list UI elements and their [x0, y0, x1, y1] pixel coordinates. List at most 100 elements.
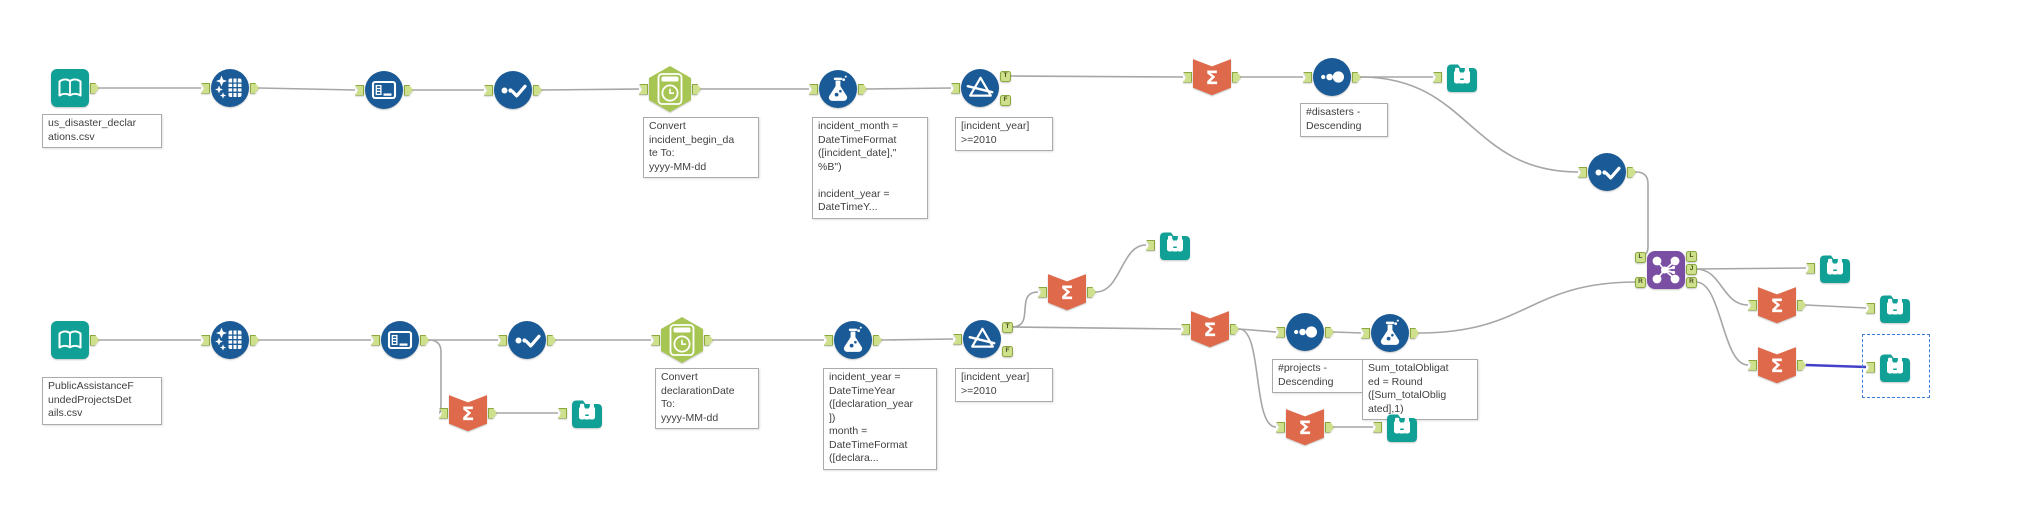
connection-join-tool-to-summarize-right-bottom[interactable]	[1695, 281, 1749, 366]
sort-disasters[interactable]	[1303, 58, 1361, 96]
annotation-formula-round[interactable]: Sum_totalObligat ed = Round ([Sum_totalO…	[1362, 359, 1478, 420]
connection-select-bottom-to-summarize-bottom-left[interactable]	[428, 339, 442, 414]
connection-sort-disasters-to-unique-pre-join[interactable]	[1360, 76, 1579, 173]
formula-bottom[interactable]	[824, 321, 882, 359]
browse-right-bottom[interactable]	[1866, 348, 1914, 386]
connection-filter-bottom-to-summarize-projects[interactable]	[1011, 326, 1182, 330]
output-anchor[interactable]	[533, 84, 542, 96]
data-cleansing-top[interactable]	[201, 69, 259, 107]
output-anchor[interactable]	[1797, 359, 1806, 371]
formula-round[interactable]	[1361, 314, 1419, 352]
output-anchor[interactable]	[1325, 421, 1334, 433]
output-anchor[interactable]	[1232, 71, 1241, 83]
input-anchor[interactable]	[639, 83, 648, 95]
annotation-filter-bottom[interactable]: [incident_year] >=2010	[955, 368, 1053, 402]
output-anchor[interactable]	[873, 334, 882, 346]
summarize-records[interactable]: Σ	[1038, 273, 1096, 311]
summarize-right-bottom[interactable]: Σ	[1748, 346, 1806, 384]
input-anchor[interactable]	[1276, 326, 1285, 338]
annotation-formula-bottom[interactable]: incident_year = DateTimeYear ([declarati…	[823, 368, 937, 470]
input-anchor[interactable]	[1748, 299, 1757, 311]
input-data-us-disaster[interactable]	[51, 69, 99, 107]
input-anchor[interactable]	[1183, 71, 1192, 83]
output-anchor[interactable]	[90, 334, 99, 346]
input-anchor[interactable]	[1038, 286, 1047, 298]
output-anchor[interactable]	[1325, 326, 1334, 338]
summarize-top[interactable]: Σ	[1183, 58, 1241, 96]
output-anchor[interactable]	[90, 82, 99, 94]
false-output-anchor[interactable]: F	[1000, 95, 1011, 106]
unique-top[interactable]	[484, 71, 542, 109]
output-anchor[interactable]	[547, 334, 556, 346]
output-anchor[interactable]	[858, 83, 867, 95]
join-output-anchor-L[interactable]: L	[1686, 250, 1697, 262]
connection-join-tool-to-summarize-right-top[interactable]	[1695, 268, 1749, 306]
output-anchor[interactable]	[1230, 323, 1239, 335]
connection-filter-top-to-summarize-top[interactable]	[1009, 75, 1184, 78]
output-anchor[interactable]	[420, 334, 429, 346]
annotation-sort-projects[interactable]: #projects - Descending	[1272, 359, 1364, 393]
unique-bottom[interactable]	[498, 321, 556, 359]
input-anchor[interactable]	[439, 407, 448, 419]
sort-projects[interactable]	[1276, 313, 1334, 351]
input-anchor[interactable]	[484, 84, 493, 96]
annotation-input-pa[interactable]: PublicAssistanceF undedProjectsDet ails.…	[42, 377, 162, 425]
output-anchor[interactable]	[1627, 166, 1636, 178]
connection-summarize-projects-to-summarize-yearly[interactable]	[1238, 328, 1277, 428]
connection-summarize-right-bottom-to-browse-right-bottom[interactable]	[1805, 363, 1867, 369]
output-anchor[interactable]	[704, 334, 713, 346]
data-cleansing-bottom[interactable]	[201, 321, 259, 359]
output-anchor[interactable]	[250, 334, 259, 346]
annotation-filter-top[interactable]: [incident_year] >=2010	[955, 117, 1053, 151]
false-output-anchor[interactable]: F	[1002, 346, 1013, 357]
annotation-datetime-top[interactable]: Convert incident_begin_da te To: yyyy-MM…	[643, 117, 759, 178]
summarize-yearly[interactable]: Σ	[1276, 408, 1334, 446]
output-anchor[interactable]	[1352, 71, 1361, 83]
input-anchor[interactable]	[201, 82, 210, 94]
input-anchor[interactable]	[1578, 166, 1587, 178]
connection-unique-top-to-datetime-top[interactable]	[541, 88, 640, 91]
browse-bottom-left[interactable]	[558, 394, 606, 432]
true-output-anchor[interactable]: T	[1000, 71, 1011, 82]
output-anchor[interactable]	[1410, 327, 1419, 339]
input-anchor[interactable]	[1181, 323, 1190, 335]
annotation-datetime-bottom[interactable]: Convert declarationDate To: yyyy-MM-dd	[655, 368, 759, 429]
input-anchor[interactable]	[1303, 71, 1312, 83]
connection-formula-round-to-join-tool[interactable]	[1418, 281, 1638, 334]
input-anchor[interactable]	[953, 333, 962, 345]
join-output-anchor-R[interactable]: R	[1686, 276, 1697, 288]
connection-summarize-records-to-browse-records[interactable]	[1095, 244, 1147, 293]
input-anchor[interactable]	[1748, 359, 1757, 371]
true-output-anchor[interactable]: T	[1002, 322, 1013, 333]
output-anchor[interactable]	[1797, 299, 1806, 311]
connection-unique-pre-join-to-join-tool[interactable]	[1635, 171, 1649, 258]
datetime-top[interactable]	[639, 66, 701, 112]
output-anchor[interactable]	[1087, 286, 1096, 298]
output-anchor[interactable]	[692, 83, 701, 95]
input-anchor[interactable]	[951, 82, 960, 94]
output-anchor[interactable]	[250, 82, 259, 94]
input-anchor[interactable]	[809, 83, 818, 95]
input-anchor[interactable]	[651, 334, 660, 346]
connection-summarize-right-top-to-browse-right-top[interactable]	[1805, 304, 1867, 309]
annotation-sort-disasters[interactable]: #disasters - Descending	[1300, 103, 1388, 137]
input-anchor[interactable]	[201, 334, 210, 346]
output-anchor[interactable]	[488, 407, 497, 419]
annotation-formula-top[interactable]: incident_month = DateTimeFormat ([incide…	[812, 117, 928, 219]
select-top[interactable]	[355, 71, 413, 109]
connection-formula-top-to-filter-top[interactable]	[866, 87, 952, 90]
connection-sort-projects-to-formula-round[interactable]	[1333, 331, 1362, 334]
join-input-anchor-R[interactable]: R	[1635, 276, 1646, 288]
summarize-bottom-left[interactable]: Σ	[439, 394, 497, 432]
join-input-anchor-L[interactable]: L	[1635, 251, 1646, 263]
output-anchor[interactable]	[404, 84, 413, 96]
input-anchor[interactable]	[1276, 421, 1285, 433]
browse-disasters[interactable]	[1433, 58, 1481, 96]
input-anchor[interactable]	[824, 334, 833, 346]
input-anchor[interactable]	[1146, 239, 1155, 251]
input-anchor[interactable]	[1866, 361, 1875, 373]
annotation-input-us[interactable]: us_disaster_declar ations.csv	[42, 114, 162, 148]
browse-right-top[interactable]	[1866, 289, 1914, 327]
